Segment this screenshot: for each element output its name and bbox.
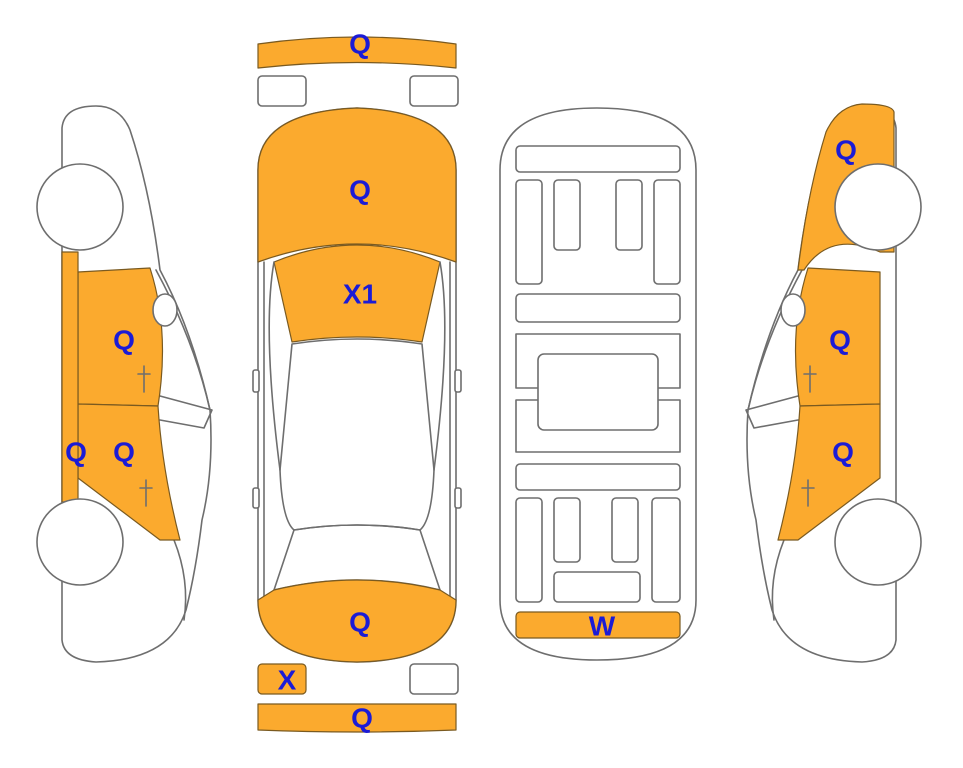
left-front-wheel [36,163,124,251]
underbody-rear-panel[interactable]: W [515,611,681,642]
trunk[interactable]: Q [257,579,457,663]
mirror-right [454,369,462,393]
right-front-wheel [834,163,922,251]
right-rear-door-label: Q [832,437,854,468]
car-left-side-view: Q Q Q [36,105,213,663]
left-front-door[interactable]: Q [77,267,164,407]
rear-bumper[interactable]: Q [257,703,457,734]
right-a-pillar [433,261,446,471]
left-rear-door-label: Q [113,437,135,468]
car-underbody-view: W [499,107,697,661]
left-front-door-label: Q [113,325,135,356]
left-mirror [152,293,178,327]
mirror-left [252,369,260,393]
car-right-side-view: Q Q Q [745,103,922,663]
right-front-door-label: Q [829,325,851,356]
left-front-handle [137,365,151,393]
front-bumper-label: Q [349,29,371,60]
right-rear-wheel [834,498,922,586]
headlight-left[interactable] [257,75,307,107]
front-bumper[interactable]: Q [257,29,457,69]
right-rear-door[interactable]: Q [777,403,881,541]
handle-left [252,487,260,509]
headlight-right[interactable] [409,75,459,107]
left-sill-label: Q [65,437,87,468]
trunk-label: Q [349,607,371,638]
hood[interactable]: Q [257,107,457,263]
rear-light-left-label: X [278,665,297,696]
right-front-fender-label: Q [835,135,857,166]
car-top-view: Q X1 Q [252,107,462,663]
handle-right [454,487,462,509]
windshield[interactable]: X1 [273,244,441,343]
left-rear-door[interactable]: Q [77,403,181,541]
left-a-pillar [268,261,281,471]
underbody-rear-label: W [589,611,616,642]
left-rear-handle [139,479,153,507]
right-front-door[interactable]: Q [794,267,881,407]
rear-light-left[interactable]: X [257,663,307,696]
rear-bumper-label: Q [351,703,373,734]
hood-label: Q [349,175,371,206]
right-mirror [780,293,806,327]
right-front-handle [803,365,817,393]
windshield-label: X1 [343,279,377,310]
rear-light-right[interactable] [409,663,459,695]
left-rear-wheel [36,498,124,586]
right-rear-handle [801,479,815,507]
